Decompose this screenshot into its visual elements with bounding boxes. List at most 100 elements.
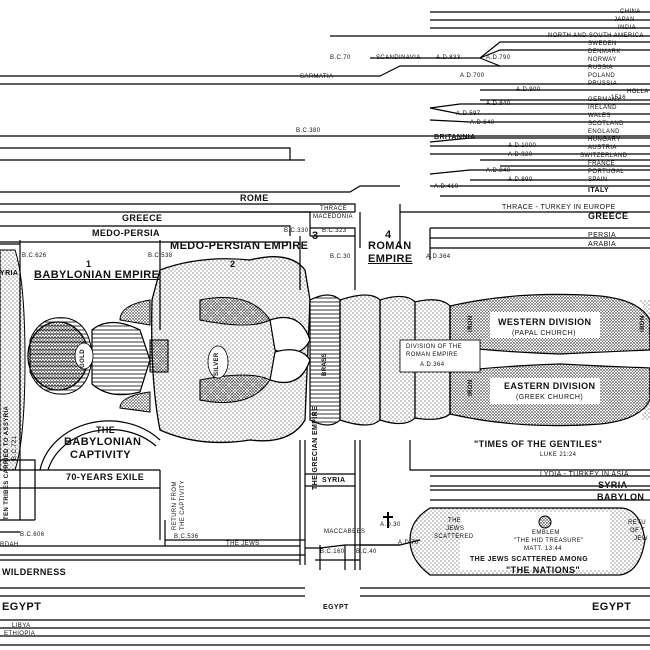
- scattered-label: JEWS: [446, 526, 465, 532]
- nation-label: INDIA: [618, 25, 637, 31]
- ten-tribes-date: B.C.721: [12, 435, 18, 460]
- date-label: B.C.538: [148, 253, 173, 259]
- stream-label: RDAH: [0, 542, 19, 548]
- date-label: A.D.1000: [508, 143, 537, 149]
- stream-label: EGYPT: [592, 601, 632, 613]
- empire-number: 2: [230, 259, 236, 269]
- stream-label: SYRIA: [322, 477, 346, 484]
- eastern-division: EASTERN DIVISION: [504, 381, 596, 391]
- stream-label: LYDIA - TURKEY IN ASIA: [540, 471, 629, 478]
- date-label: A.D.840: [486, 168, 511, 174]
- nation-label: WALES: [588, 113, 611, 119]
- date-label: B.C.330: [284, 228, 309, 234]
- emblem-label: "THE HID TREASURE": [514, 538, 584, 544]
- nation-label: POLAND: [588, 73, 616, 79]
- date-label: B.C.536: [174, 534, 199, 540]
- scattered-label: SCATTERED: [434, 534, 474, 540]
- gentiles-ref: LUKE 21:24: [540, 452, 577, 458]
- return-label: RETURN FROM: [172, 481, 178, 530]
- empire-number: 4: [385, 229, 392, 241]
- date-label: B.C.380: [296, 128, 321, 134]
- empire-title: MEDO-PERSIAN EMPIRE: [170, 240, 309, 252]
- stream-label: ROME: [240, 193, 269, 203]
- nation-label: GERMANY: [588, 97, 622, 103]
- return-label: RETU: [628, 520, 646, 526]
- stream-label: EGYPT: [2, 601, 42, 613]
- nation-label: DENMARK: [588, 49, 621, 55]
- division-label: ROMAN EMPIRE: [406, 352, 458, 358]
- empire-title: ROMAN: [368, 240, 412, 252]
- stream-label: LIBYA: [12, 623, 31, 629]
- nation-label: SWEDEN: [588, 41, 617, 47]
- date-label: A.D.900: [516, 87, 541, 93]
- scattered-title: THE JEWS SCATTERED AMONG: [470, 556, 589, 563]
- exile-label: 70-YEARS EXILE: [66, 472, 145, 482]
- nation-label: SWITZERLAND: [580, 153, 628, 159]
- nation-label: SCOTLAND: [588, 121, 624, 127]
- nation-label: AUSTRIA: [588, 145, 617, 151]
- nation-label: PRUSSIA: [588, 81, 618, 87]
- stream-label: MACEDONIA: [313, 214, 353, 220]
- empire-title: EMPIRE: [368, 253, 413, 265]
- return-label: JEW: [634, 536, 648, 542]
- scattered-label: THE: [448, 518, 462, 524]
- date-label: B.C.30: [330, 254, 351, 260]
- metal-label: BRASS: [322, 352, 328, 376]
- empire-number: 1: [86, 259, 92, 269]
- date-label: A.D.364: [426, 254, 451, 260]
- date-label: A.D.700: [460, 73, 485, 79]
- date-label: A.D.597: [456, 111, 481, 117]
- nation-label: PORTUGAL: [588, 169, 625, 175]
- nation-label: FRANCE: [588, 161, 616, 167]
- stream-label: ARABIA: [588, 241, 617, 248]
- date-label: A.D.70: [398, 540, 419, 546]
- ten-tribes-label: TEN TRIBES CARRIED TO ASSYRIA: [4, 405, 10, 520]
- empire-title: THE GRECIAN EMPIRE: [312, 405, 319, 490]
- date-label: A.D.890: [508, 177, 533, 183]
- date-label: A.D.30: [380, 522, 401, 528]
- nation-label: ITALY: [588, 187, 610, 194]
- date-label: A.D.920: [508, 152, 533, 158]
- stream-label: THRACE - TURKEY IN EUROPE: [502, 204, 616, 211]
- nation-label: HUNGARY: [588, 137, 621, 143]
- stream-label: MEDO-PERSIA: [92, 228, 160, 238]
- date-label: B.C.70: [330, 55, 351, 61]
- empire-title: BABYLONIAN EMPIRE: [34, 269, 160, 281]
- nation-label: ENGLAND: [588, 129, 620, 135]
- nation-label: JAPAN: [614, 17, 635, 23]
- stream-label: GREECE: [588, 211, 629, 221]
- stream-label: BRITANNIA: [434, 134, 476, 141]
- captivity-title: THE: [96, 425, 116, 435]
- stream-label: SCANDINAVIA: [376, 55, 421, 61]
- metal-label: IRON: [468, 379, 474, 396]
- date-label: A.D.640: [470, 120, 495, 126]
- stream-label: ETHIOPIA: [4, 631, 36, 637]
- date-label: B.C.160: [320, 549, 345, 555]
- date-label: A.D.833: [436, 55, 461, 61]
- emblem-label: EMBLEM: [532, 530, 560, 536]
- date-label: B.C.323: [322, 228, 347, 234]
- metal-label: SILVER: [214, 352, 220, 376]
- metal-label: IRON: [468, 315, 474, 332]
- date-label: A.D.410: [434, 184, 459, 190]
- nation-label: IRELAND: [588, 105, 617, 111]
- stream-label: SARMATIA: [300, 74, 334, 80]
- nation-label: RUSSIA: [588, 65, 613, 71]
- date-label: B.C.606: [20, 532, 45, 538]
- stream-label: BABYLON: [597, 492, 645, 502]
- western-division: (PAPAL CHURCH): [512, 330, 576, 337]
- date-label: B.C.40: [356, 549, 377, 555]
- stream-label: SYRIA: [598, 480, 628, 490]
- date-label: B.C.626: [22, 253, 47, 259]
- empire-number: 3: [312, 230, 319, 242]
- stream-label: GREECE: [122, 213, 163, 223]
- stream-label: THRACE: [320, 206, 348, 212]
- eastern-division: (GREEK CHURCH): [516, 394, 584, 401]
- nation-label: NORTH AND SOUTH AMERICA: [548, 33, 644, 39]
- return-label: OF T: [630, 528, 646, 534]
- nation-label: NORWAY: [588, 57, 617, 63]
- stream-label: WILDERNESS: [2, 567, 67, 577]
- nation-label: HOLLA: [627, 89, 649, 95]
